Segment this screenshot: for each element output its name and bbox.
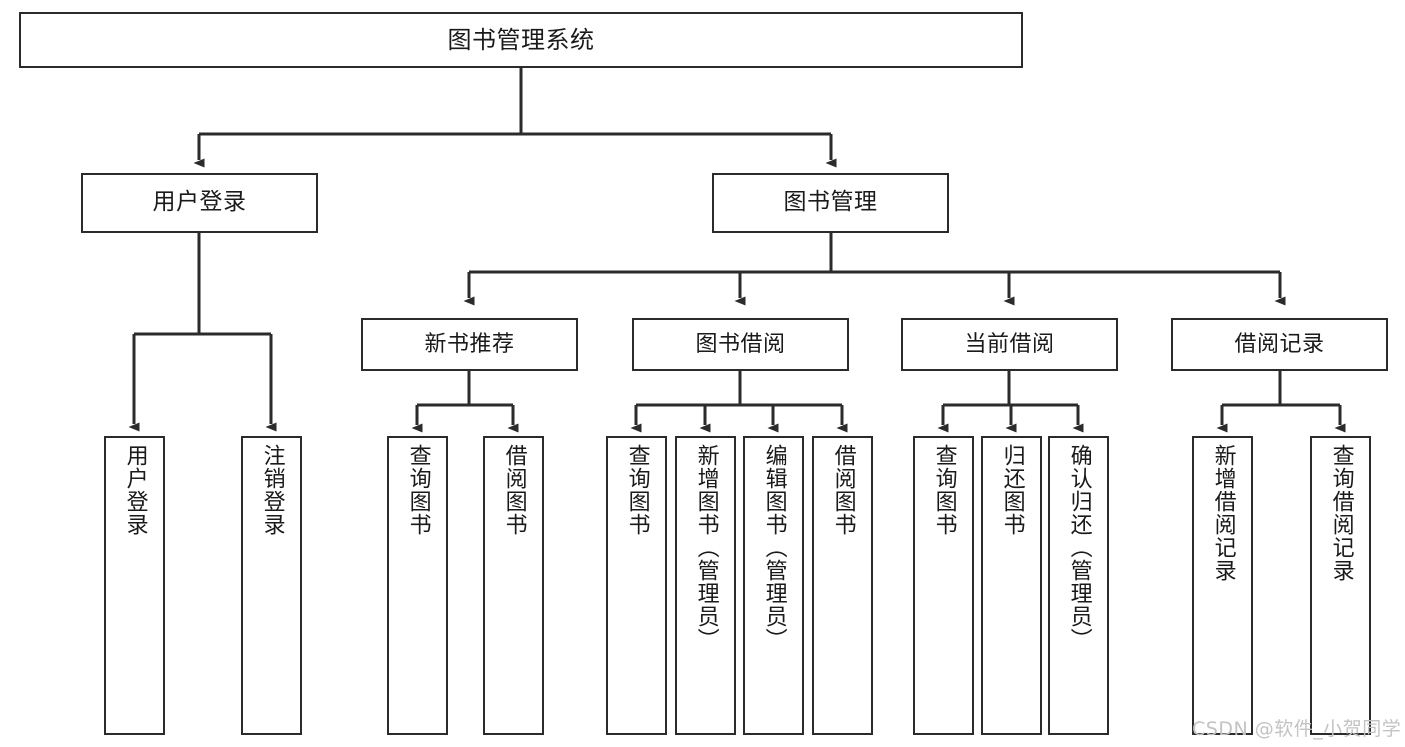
node-label: 查询借阅记录 (1328, 444, 1354, 582)
node-current-borrow[interactable]: 当前借阅 (901, 318, 1118, 371)
node-label: 查询图书 (931, 444, 957, 536)
node-label: 注销登录 (259, 444, 285, 536)
node-query-book-3[interactable]: 查询图书 (913, 436, 974, 735)
node-label: 借阅图书 (501, 444, 527, 536)
node-label: 借阅记录 (1234, 331, 1325, 357)
node-label: 查询图书 (405, 444, 431, 536)
node-label: 确认归还（管理员） (1066, 444, 1092, 651)
node-new-book-recommend[interactable]: 新书推荐 (361, 318, 578, 371)
node-user-login-leaf[interactable]: 用户登录 (104, 436, 165, 735)
node-confirm-return-admin[interactable]: 确认归还（管理员） (1048, 436, 1109, 735)
node-add-book-admin[interactable]: 新增图书（管理员） (675, 436, 736, 735)
node-label: 图书借阅 (695, 331, 786, 357)
node-label: 图书管理系统 (447, 25, 595, 54)
node-label: 当前借阅 (964, 331, 1055, 357)
node-borrow-book-1[interactable]: 借阅图书 (483, 436, 544, 735)
node-add-borrow-record[interactable]: 新增借阅记录 (1192, 436, 1253, 735)
node-query-borrow-record[interactable]: 查询借阅记录 (1310, 436, 1371, 735)
node-label: 借阅图书 (830, 444, 856, 536)
node-root-book-management-system[interactable]: 图书管理系统 (19, 12, 1023, 68)
node-label: 编辑图书（管理员） (761, 444, 787, 651)
node-label: 用户登录 (152, 189, 247, 216)
node-borrow-book-2[interactable]: 借阅图书 (812, 436, 873, 735)
node-label: 图书管理 (783, 189, 878, 216)
node-label: 新书推荐 (424, 331, 515, 357)
node-query-book-2[interactable]: 查询图书 (606, 436, 667, 735)
node-label: 新增图书（管理员） (693, 444, 719, 651)
node-book-borrow[interactable]: 图书借阅 (632, 318, 849, 371)
node-user-login[interactable]: 用户登录 (81, 173, 318, 233)
node-borrow-record[interactable]: 借阅记录 (1171, 318, 1388, 371)
node-label: 用户登录 (122, 444, 148, 536)
node-return-book[interactable]: 归还图书 (981, 436, 1042, 735)
node-label: 新增借阅记录 (1210, 444, 1236, 582)
node-book-management[interactable]: 图书管理 (712, 173, 949, 233)
node-user-logout-leaf[interactable]: 注销登录 (241, 436, 302, 735)
node-query-book-1[interactable]: 查询图书 (387, 436, 448, 735)
node-label: 查询图书 (624, 444, 650, 536)
node-label: 归还图书 (999, 444, 1025, 536)
csdn-watermark: CSDN @软件_小贺同学 (1192, 718, 1402, 740)
node-edit-book-admin[interactable]: 编辑图书（管理员） (743, 436, 804, 735)
